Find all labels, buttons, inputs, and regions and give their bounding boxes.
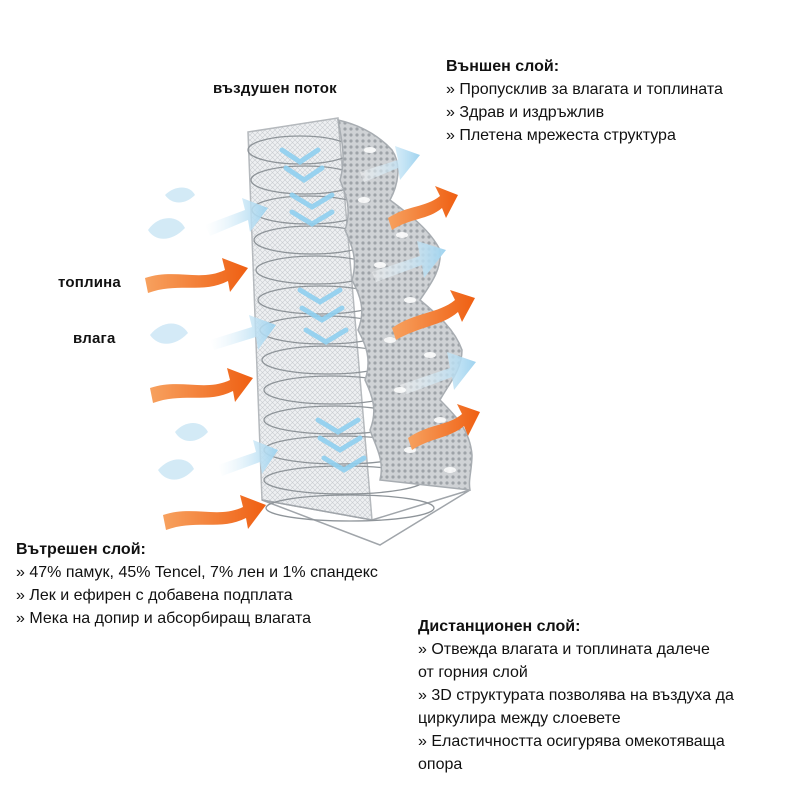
air-arrow-icon bbox=[210, 315, 276, 350]
list-item: от горния слой bbox=[418, 664, 528, 681]
list-item: опора bbox=[418, 756, 463, 773]
air-arrow-icon bbox=[400, 352, 476, 395]
air-arrows-out bbox=[360, 146, 476, 395]
list-item: » 3D структурата позволява на въздуха да bbox=[418, 687, 734, 704]
outer-layer-block: Външен слой: » Пропусклив за влагата и т… bbox=[446, 55, 796, 147]
heat-arrows-in bbox=[145, 258, 266, 530]
air-arrow-icon bbox=[360, 146, 420, 182]
heat-arrow-icon bbox=[408, 404, 480, 450]
list-item: » Мека на допир и абсорбиращ влагата bbox=[16, 610, 311, 627]
list-item: » 47% памук, 45% Tencel, 7% лен и 1% спа… bbox=[16, 564, 378, 581]
list-item: » Плетена мрежеста структура bbox=[446, 127, 676, 144]
inner-layer-block: Вътрешен слой: » 47% памук, 45% Tencel, … bbox=[16, 538, 436, 630]
outer-layer-title: Външен слой: bbox=[446, 58, 560, 75]
inner-layer-title: Вътрешен слой: bbox=[16, 541, 146, 558]
moisture-drop-icon bbox=[175, 423, 208, 441]
heat-arrow-icon bbox=[145, 258, 248, 293]
heat-arrow-icon bbox=[163, 495, 266, 530]
air-arrow-icon bbox=[372, 241, 446, 282]
air-arrows-in bbox=[205, 198, 278, 476]
spacer-layer-title: Дистанционен слой: bbox=[418, 618, 581, 635]
inner-layer-list: » 47% памук, 45% Tencel, 7% лен и 1% спа… bbox=[16, 561, 436, 630]
list-item: » Пропусклив за влагата и топлината bbox=[446, 81, 723, 98]
moisture-drop-icon bbox=[158, 459, 194, 480]
air-arrow-icon bbox=[205, 198, 268, 236]
heat-arrow-icon bbox=[150, 368, 253, 403]
moisture-drop-icon bbox=[165, 187, 195, 203]
moisture-drop-icon bbox=[148, 218, 185, 239]
list-item: » Еластичността осигурява омекотяваща bbox=[418, 733, 725, 750]
spacer-layer-block: Дистанционен слой: » Отвежда влагата и т… bbox=[418, 615, 798, 776]
airflow-chevrons bbox=[279, 147, 367, 473]
list-item: » Лек и ефирен с добавена подплата bbox=[16, 587, 293, 604]
heat-arrows-out bbox=[388, 186, 480, 450]
list-item: » Здрав и издръжлив bbox=[446, 104, 605, 121]
heat-arrow-icon bbox=[388, 186, 458, 230]
list-item: » Отвежда влагата и топлината далече bbox=[418, 641, 710, 658]
list-item: циркулира между слоевете bbox=[418, 710, 621, 727]
airflow-label: въздушен поток bbox=[213, 80, 337, 97]
outer-knit-layer bbox=[337, 119, 473, 491]
outer-layer-list: » Пропусклив за влагата и топлината » Зд… bbox=[446, 78, 796, 147]
moisture-drops bbox=[148, 187, 208, 480]
heat-label: топлина bbox=[58, 274, 121, 291]
heat-arrow-icon bbox=[392, 290, 475, 340]
spacer-layer-list: » Отвежда влагата и топлината далече от … bbox=[418, 638, 798, 776]
air-arrow-icon bbox=[218, 440, 278, 476]
moisture-label: влага bbox=[73, 330, 116, 347]
moisture-drop-icon bbox=[150, 323, 188, 344]
